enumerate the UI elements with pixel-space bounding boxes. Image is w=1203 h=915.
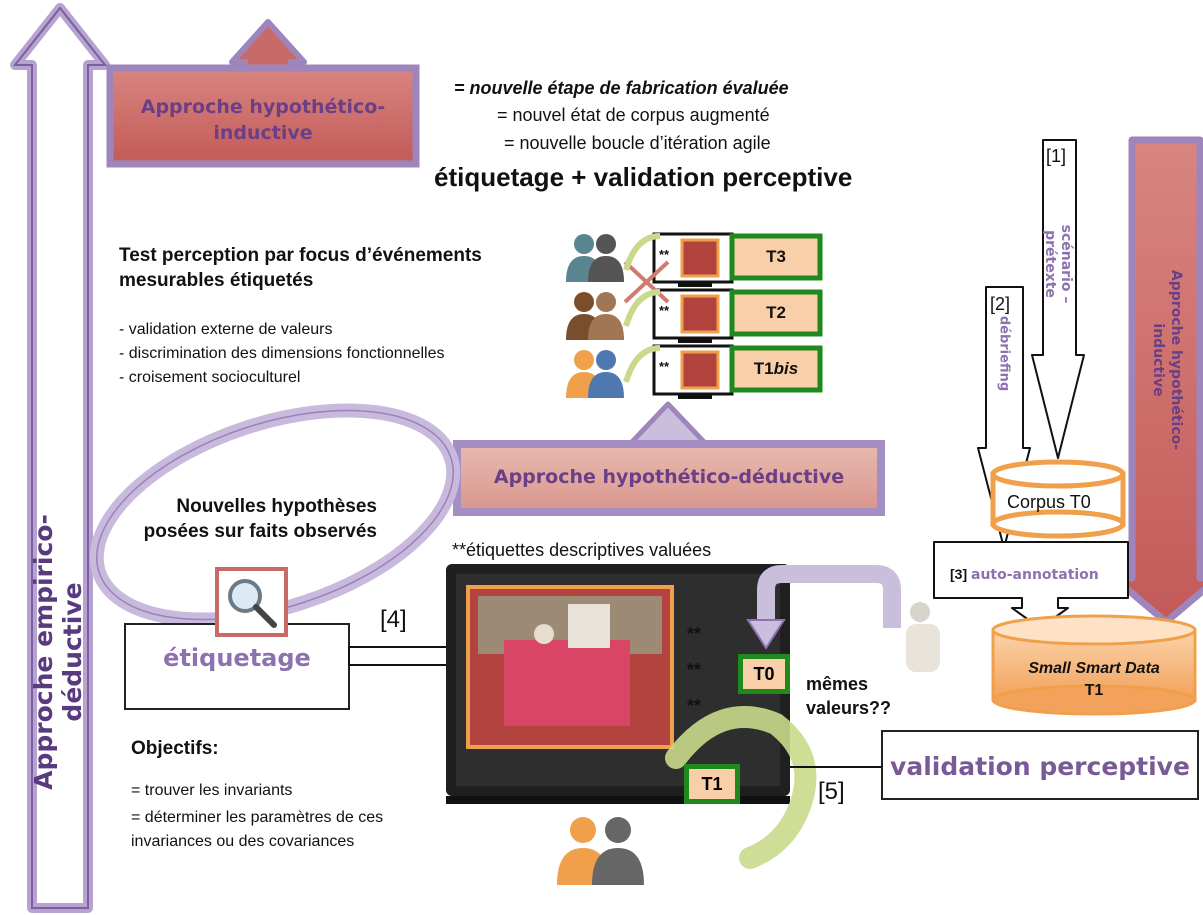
hypothetico-deductive-box [453, 401, 885, 516]
debriefing-text: débriefing [996, 315, 1012, 392]
magnifier-icon [215, 567, 288, 637]
corpus-t0-cylinder [990, 459, 1126, 539]
test-t2-stars: ** [659, 303, 670, 318]
purple-return-arrow [746, 565, 901, 650]
test-cross-arrows [623, 233, 670, 383]
small-smart-data-line1: Small Smart Data [1028, 660, 1160, 677]
etiquettes-note: **étiquettes descriptives valuées [452, 540, 712, 560]
test-t1bis-italic: bis [773, 359, 799, 378]
test-t1bis-main: T1 [753, 359, 774, 378]
test-t3-stars: ** [659, 247, 670, 262]
hypothetico-inductive-top-box [106, 19, 420, 168]
box-hypothetico-deductive-label: Approche hypothético-déductive [493, 466, 845, 488]
test-t2-label: T2 [766, 303, 786, 322]
hypotheses-label: Nouvelles hypothèses posées sur faits ob… [143, 496, 377, 542]
header-title: étiquetage + validation perceptive [434, 162, 853, 192]
step5-label: [5] [818, 778, 845, 805]
auto-annotation-bracket: [3] [950, 566, 968, 582]
header-line1: = nouvelle étape de fabrication évaluée [454, 78, 789, 99]
loop-ring [89, 403, 461, 627]
header-line1-text: = nouvelle étape de fabrication évaluée [454, 78, 789, 98]
small-smart-data-cylinder [991, 614, 1197, 716]
etiquetage-box [124, 623, 350, 710]
empirico-deductive-arrow [10, 3, 110, 913]
observer-figure [906, 602, 940, 672]
bottom-persons-icon [557, 817, 644, 885]
test-monitors [652, 232, 823, 399]
scenario-arrow [1031, 139, 1085, 459]
validation-perceptive-box [790, 730, 1199, 800]
test-perception-item: - discrimination des dimensions fonction… [119, 345, 445, 362]
validation-perceptive-label: validation perceptive [890, 752, 1190, 781]
screen-stars-2: ** [687, 660, 702, 680]
objectifs-item-1: = trouver les invariants [131, 782, 293, 799]
empirico-deductive-label: Approche empirico-déductive [29, 514, 87, 790]
test-t1bis-label: T1bis [732, 359, 820, 379]
box-hypothetico-inductive-right-label: Approche hypothético-inductive [1150, 269, 1184, 451]
header-line2: = nouvel état de corpus augmenté [497, 105, 770, 125]
auto-annotation-text: auto-annotation [971, 567, 1099, 583]
green-arc [665, 706, 817, 869]
t0-badge: T0 [738, 654, 790, 694]
test-t3-label: T3 [766, 247, 786, 266]
test-perception-item: - validation externe de valeurs [119, 321, 333, 338]
debriefing-bracket: [2] [990, 294, 1011, 314]
t1-label: T1 [701, 774, 723, 794]
t0-label: T0 [753, 664, 775, 684]
test-t1bis-stars: ** [659, 359, 670, 374]
test-people-groups [566, 234, 624, 398]
objectifs-item-2: = déterminer les paramètres de ces invar… [131, 809, 384, 850]
box-hypothetico-inductive-top-label: Approche hypothético-inductive [140, 96, 386, 144]
screen-stars-3: ** [687, 696, 702, 716]
test-perception-list: - validation externe de valeurs - discri… [119, 318, 445, 390]
test-perception-title: Test perception par focus d’événements m… [119, 245, 482, 291]
corpus-t0-label: Corpus T0 [1007, 492, 1091, 512]
test-perception-item: - croisement socioculturel [119, 369, 301, 386]
memes-valeurs-label: mêmes valeurs?? [806, 674, 892, 718]
header-line3: = nouvelle boucle d’itération agile [504, 133, 771, 153]
scenario-bracket: [1] [1046, 146, 1067, 166]
step4-label: [4] [380, 606, 407, 633]
screen-stars-1: ** [687, 624, 702, 644]
auto-annotation-label: [3] auto-annotation [950, 566, 1099, 583]
etiquetage-label: étiquetage [163, 644, 311, 672]
scenario-text: scénario – prétexte [1042, 224, 1074, 304]
objectifs-title: Objectifs: [131, 738, 219, 759]
small-smart-data-line2: T1 [1084, 682, 1104, 699]
t1-badge: T1 [684, 764, 740, 804]
